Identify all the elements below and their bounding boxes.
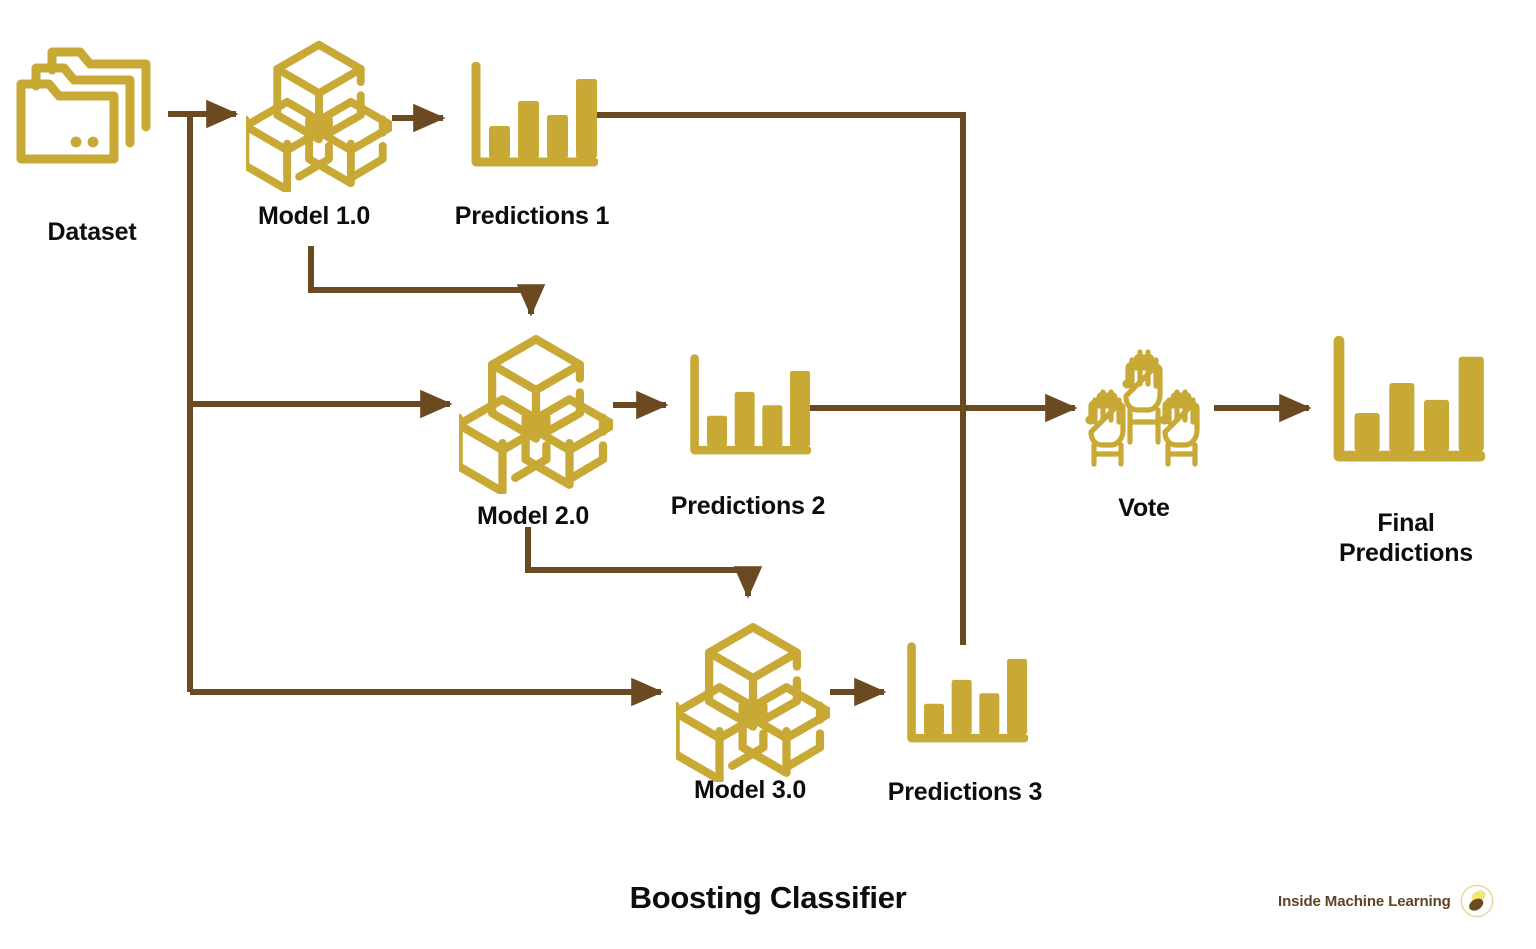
three-cubes-icon (246, 40, 392, 192)
node-model-3[interactable]: Model 3.0 (676, 618, 830, 804)
edge-model2-to-model3 (525, 527, 763, 599)
bar-4 (576, 79, 597, 158)
bar-chart-icon (1333, 335, 1485, 462)
brand-mark[interactable]: Inside Machine Learning (1278, 884, 1494, 918)
label-predictions-1: Predictions 1 (454, 202, 610, 230)
bar-4 (790, 370, 811, 447)
node-predictions-2[interactable]: Predictions 2 (671, 352, 825, 520)
bar-2 (1389, 383, 1415, 452)
diagram-title: Boosting Classifier (629, 880, 907, 915)
node-model-1[interactable]: Model 1.0 (246, 36, 392, 230)
brand-name: Inside Machine Learning (1278, 892, 1451, 910)
node-dataset[interactable]: Dataset (14, 34, 170, 246)
node-predictions-3[interactable]: Predictions 3 (888, 640, 1042, 806)
bar-3 (979, 693, 1000, 735)
label-model-1: Model 1.0 (257, 202, 371, 230)
node-predictions-1[interactable]: Predictions 1 (455, 62, 609, 230)
label-model-3: Model 3.0 (693, 776, 807, 804)
node-vote[interactable]: Vote (1082, 338, 1210, 522)
folder-dot-1 (70, 136, 82, 148)
bar-1 (923, 703, 944, 735)
three-cubes-icon (459, 335, 613, 494)
bar-3 (762, 405, 783, 447)
label-dataset: Dataset (47, 218, 137, 246)
three-cubes-icon (676, 623, 830, 782)
stacked-folders-icon (16, 47, 151, 164)
label-predictions-3: Predictions 3 (887, 778, 1043, 806)
label-model-2: Model 2.0 (476, 502, 590, 530)
bar-1 (1354, 412, 1380, 452)
label-predictions-2: Predictions 2 (670, 492, 826, 520)
bar-1 (706, 415, 727, 447)
bar-chart-icon (690, 354, 811, 455)
bar-chart-icon (907, 642, 1028, 743)
inside-machine-learning-logo (1460, 884, 1494, 918)
bar-4 (1007, 658, 1028, 735)
raised-hands-icon (1085, 349, 1200, 467)
edge-model1-to-model2 (308, 246, 546, 317)
bar-1 (489, 126, 510, 158)
bar-3 (547, 115, 568, 158)
label-final-predictions: Final Predictions (1339, 509, 1473, 567)
bar-chart-icon (471, 62, 598, 167)
label-vote: Vote (1118, 494, 1170, 522)
bar-4 (1458, 356, 1484, 452)
bar-2 (734, 391, 755, 447)
folder-dot-2 (87, 136, 99, 148)
node-model-2[interactable]: Model 2.0 (459, 330, 613, 530)
node-final-predictions[interactable]: Final Predictions (1327, 333, 1485, 567)
bar-2 (518, 101, 539, 158)
bar-2 (951, 679, 972, 735)
bar-3 (1423, 399, 1450, 452)
